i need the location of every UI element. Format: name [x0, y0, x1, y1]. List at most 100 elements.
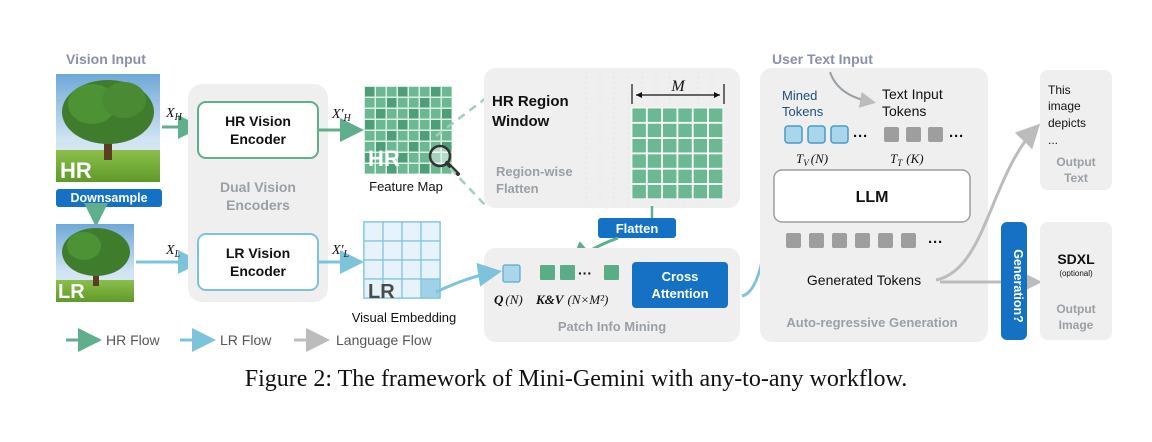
region-patch-cell: [677, 107, 693, 123]
x-h-label: XH: [165, 106, 183, 123]
feature-cell: [420, 131, 430, 141]
feature-cell: [365, 87, 375, 97]
region-patch-cell: [631, 138, 647, 154]
hr-image-label: HR: [60, 158, 92, 183]
feature-cell: [365, 98, 375, 108]
feature-cell: [431, 164, 441, 174]
region-patch-cell: [677, 153, 693, 169]
downsample-label: Downsample: [70, 191, 147, 205]
flatten-pill: [598, 218, 676, 238]
feature-cell: [376, 153, 386, 163]
region-flatten-line1: Region-wise: [496, 164, 573, 179]
region-patch-cell: [677, 138, 693, 154]
mined-tokens-line2: Tokens: [782, 104, 824, 119]
feature-cell: [431, 109, 441, 119]
dual-encoders-title-line2: Encoders: [226, 197, 290, 213]
visual-embedding-grid: [363, 221, 441, 299]
feature-cell: [442, 98, 452, 108]
dual-encoders-title-line1: Dual Vision: [220, 179, 296, 195]
legend-language-flow-label: Language Flow: [336, 332, 433, 348]
feature-cell: [365, 142, 375, 152]
feature-map-grid-label: HR: [368, 146, 400, 171]
region-patch-cell: [708, 138, 724, 154]
sdxl-optional-note: (optional): [1059, 269, 1093, 278]
lr-vision-encoder-box: [197, 233, 319, 291]
zoom-connector-bottom: [449, 167, 487, 207]
region-patch-cell: [631, 184, 647, 200]
tt-label: TT(K): [890, 151, 924, 168]
m-label: M: [670, 78, 686, 95]
text-ellipsis: ···: [949, 128, 964, 145]
feature-cell: [420, 120, 430, 130]
embedding-cell: [401, 278, 422, 299]
output-text-panel: [1040, 70, 1112, 190]
feature-cell: [376, 98, 386, 108]
region-patch-cell: [646, 122, 662, 139]
hr-encoder-line1: HR Vision: [225, 113, 291, 129]
kv-token: [540, 265, 555, 280]
feature-cell: [398, 164, 408, 174]
kv-token: [560, 265, 575, 280]
generated-token: [832, 233, 847, 248]
feature-cell: [398, 87, 408, 97]
user-text-input-title: User Text Input: [772, 51, 873, 67]
embedding-cell: [382, 221, 403, 242]
feature-cell: [431, 131, 441, 141]
embedding-cell: [420, 240, 441, 261]
feature-cell: [398, 120, 408, 130]
feature-cell: [387, 142, 397, 152]
sdxl-label: SDXL: [1057, 251, 1095, 267]
hr-region-patch-grid: [631, 107, 724, 200]
text-token: [906, 127, 921, 142]
feature-cell: [442, 164, 452, 174]
mined-tokens-line1: Mined: [782, 88, 817, 103]
kv-ellipsis: ···: [578, 265, 592, 281]
feature-cell: [387, 131, 397, 141]
cross-attention-line2: Attention: [651, 286, 708, 301]
feature-cell: [387, 120, 397, 130]
feature-cell: [387, 98, 397, 108]
cross-attention-line1: Cross: [662, 269, 699, 284]
feature-cell: [420, 153, 430, 163]
generated-token: [809, 233, 824, 248]
generated-token: [901, 233, 916, 248]
feature-cell: [442, 109, 452, 119]
output-text-line4: ...: [1048, 133, 1058, 147]
hr-region-title-line2: Window: [492, 113, 550, 130]
region-patch-cell: [631, 122, 647, 139]
feature-cell: [376, 87, 386, 97]
text-token: [884, 127, 899, 142]
feature-cell: [398, 131, 408, 141]
downsample-pill: [56, 189, 162, 207]
visual-embedding-label: Visual Embedding: [352, 310, 457, 325]
embedding-cell: [420, 259, 441, 280]
feature-cell: [376, 164, 386, 174]
embedding-to-query-arrow: [435, 262, 502, 294]
feature-cell: [365, 109, 375, 119]
region-patch-cell: [708, 107, 724, 123]
output-text-line1: This: [1048, 83, 1071, 97]
feature-cell: [420, 164, 430, 174]
text-input-tokens-line1: Text Input: [882, 86, 943, 102]
mined-ellipsis: ···: [853, 128, 868, 145]
feature-cell: [376, 142, 386, 152]
text-token: [928, 127, 943, 142]
output-image-label-line2: Image: [1059, 318, 1094, 332]
feature-cell: [398, 153, 408, 163]
feature-cell: [398, 98, 408, 108]
zoom-connector-top: [435, 97, 487, 137]
region-patch-cell: [646, 184, 662, 200]
feature-cell: [387, 109, 397, 119]
region-patch-cell: [662, 168, 678, 184]
patch-mining-title: Patch Info Mining: [558, 319, 666, 334]
embedding-cell: [363, 221, 384, 242]
embedding-cell: [420, 278, 441, 299]
vision-input-title: Vision Input: [66, 51, 146, 67]
x-h-prime-label: X'H: [331, 107, 352, 124]
region-patch-cell: [631, 153, 647, 169]
embedding-cell: [420, 221, 441, 242]
feature-cell: [398, 109, 408, 119]
generation-pill: [1001, 222, 1027, 340]
to-output-text-arrow: [935, 123, 1041, 282]
